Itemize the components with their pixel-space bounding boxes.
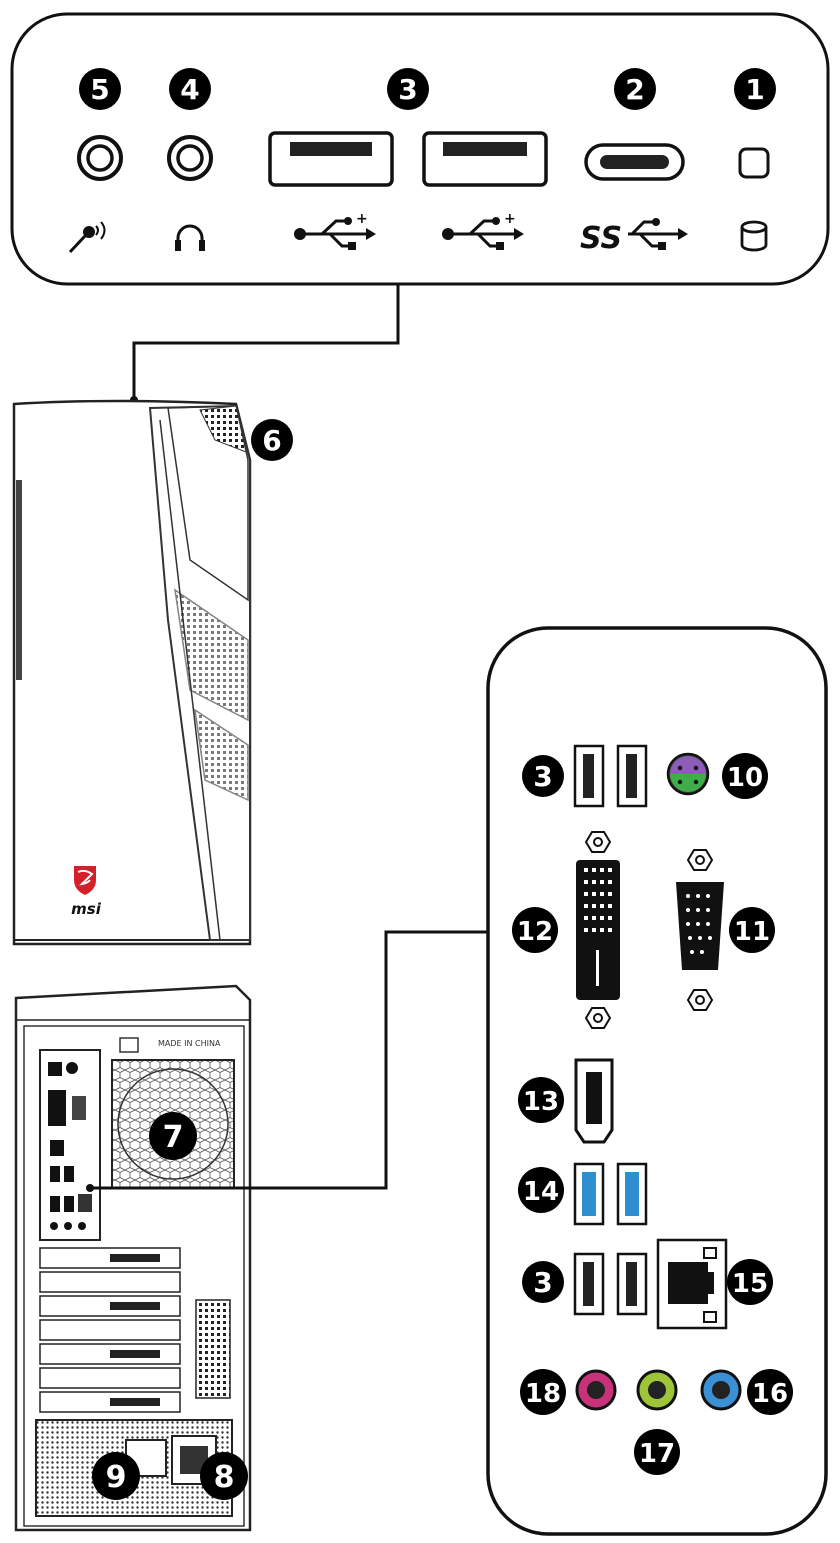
callout-3-top: 3 bbox=[522, 755, 564, 797]
lan-port bbox=[656, 1238, 728, 1330]
tower-front: msi bbox=[12, 399, 252, 946]
usb2-rear-ports-top bbox=[573, 744, 648, 808]
callout-10: 10 bbox=[722, 753, 768, 799]
callout-1: 1 bbox=[734, 68, 776, 110]
svg-text:7: 7 bbox=[163, 1120, 184, 1155]
svg-text:msi: msi bbox=[71, 900, 102, 918]
svg-text:9: 9 bbox=[106, 1460, 127, 1495]
svg-text:17: 17 bbox=[639, 1439, 675, 1469]
callout-15: 15 bbox=[727, 1259, 773, 1305]
svg-text:16: 16 bbox=[752, 1379, 788, 1409]
svg-text:5: 5 bbox=[90, 73, 109, 106]
rear-io-panel: 3 10 bbox=[486, 626, 828, 1536]
callout-4: 4 bbox=[169, 68, 211, 110]
svg-text:6: 6 bbox=[262, 424, 281, 457]
svg-text:15: 15 bbox=[732, 1269, 768, 1299]
svg-text:14: 14 bbox=[523, 1177, 559, 1207]
usb3-rear-ports bbox=[573, 1162, 648, 1226]
callout-11: 11 bbox=[729, 907, 775, 953]
usb-icon-2: + bbox=[442, 211, 524, 250]
svg-text:11: 11 bbox=[734, 917, 770, 947]
svg-text:10: 10 bbox=[727, 763, 763, 793]
callout-9: 9 bbox=[92, 1452, 140, 1500]
svg-text:18: 18 bbox=[525, 1379, 561, 1409]
callout-7: 7 bbox=[149, 1112, 197, 1160]
audio-jack-blue bbox=[700, 1369, 742, 1411]
svg-text:SS: SS bbox=[580, 221, 622, 256]
superspeed-usb-icon: SS bbox=[580, 218, 688, 256]
headphone-jack bbox=[167, 135, 213, 181]
callout-3: 3 bbox=[387, 68, 429, 110]
svg-text:12: 12 bbox=[517, 917, 553, 947]
hdmi-port bbox=[574, 1058, 614, 1144]
audio-jack-pink bbox=[575, 1369, 617, 1411]
expansion-slots bbox=[39, 1247, 181, 1413]
callout-13: 13 bbox=[518, 1077, 564, 1123]
svg-text:MADE IN CHINA: MADE IN CHINA bbox=[158, 1039, 221, 1048]
svg-text:4: 4 bbox=[180, 73, 199, 106]
dvi-port bbox=[576, 831, 620, 1029]
callout-18: 18 bbox=[520, 1369, 566, 1415]
front-usb-port-2 bbox=[422, 131, 548, 187]
front-usb-c-port bbox=[584, 143, 685, 181]
front-panel: 5 4 3 2 1 bbox=[10, 12, 830, 286]
callout-16: 16 bbox=[747, 1369, 793, 1415]
svg-text:+: + bbox=[356, 211, 368, 227]
mic-jack bbox=[77, 135, 123, 181]
callout-2: 2 bbox=[614, 68, 656, 110]
usb2-rear-ports-bottom bbox=[573, 1252, 648, 1316]
hdd-led-icon bbox=[740, 220, 768, 252]
rear-io-leader-line bbox=[90, 930, 488, 1190]
power-button bbox=[738, 147, 770, 179]
callout-5: 5 bbox=[79, 68, 121, 110]
callout-8: 8 bbox=[200, 1452, 248, 1500]
callout-14: 14 bbox=[518, 1167, 564, 1213]
audio-jack-green bbox=[636, 1369, 678, 1411]
vga-port bbox=[676, 849, 724, 1011]
callout-12: 12 bbox=[512, 907, 558, 953]
usb-icon: + bbox=[294, 211, 376, 250]
callout-6: 6 bbox=[251, 419, 293, 461]
svg-text:2: 2 bbox=[625, 73, 644, 106]
microphone-icon bbox=[68, 221, 106, 254]
front-usb-port-1 bbox=[268, 131, 394, 187]
svg-text:8: 8 bbox=[214, 1460, 235, 1495]
svg-text:3: 3 bbox=[533, 760, 552, 793]
svg-text:13: 13 bbox=[523, 1087, 559, 1117]
callout-3-bottom: 3 bbox=[522, 1261, 564, 1303]
callout-17: 17 bbox=[634, 1429, 680, 1475]
svg-text:3: 3 bbox=[398, 73, 417, 106]
svg-text:3: 3 bbox=[533, 1266, 552, 1299]
headphone-icon bbox=[175, 224, 205, 251]
svg-text:+: + bbox=[504, 211, 516, 227]
msi-logo: msi bbox=[71, 866, 102, 918]
ps2-port bbox=[666, 752, 710, 796]
front-panel-leader-line bbox=[132, 284, 400, 400]
svg-text:1: 1 bbox=[745, 73, 764, 106]
tower-rear: MADE IN CHINA bbox=[14, 984, 252, 1532]
